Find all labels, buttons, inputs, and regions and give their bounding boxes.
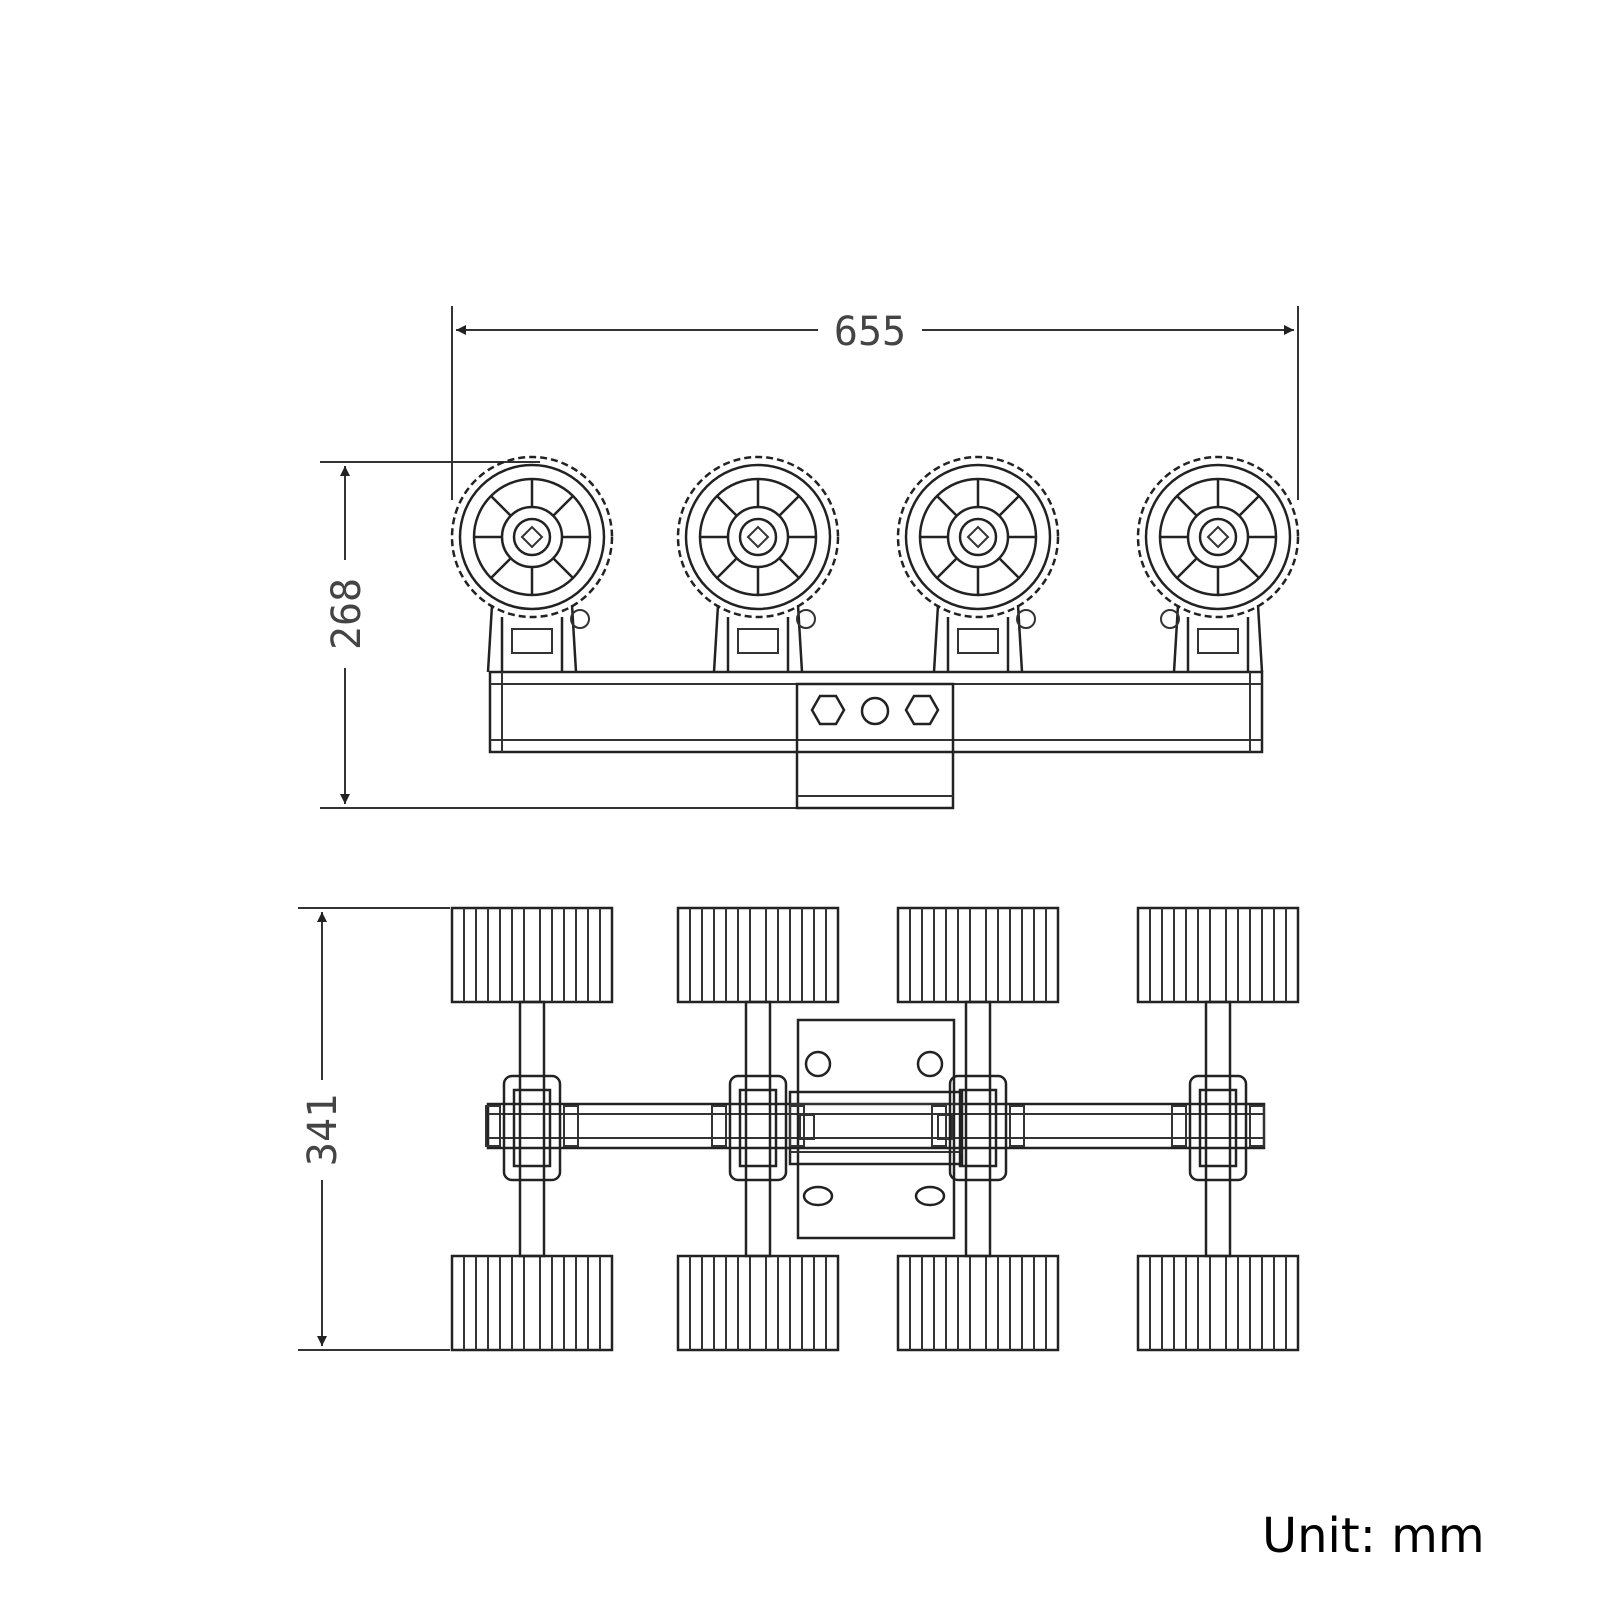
- top-wheel-set-1: [450, 906, 614, 1352]
- dimension-height-top-label: 341: [300, 1094, 346, 1166]
- dimension-width-label: 655: [834, 309, 906, 355]
- side-wheel-2: [676, 455, 840, 673]
- bolt-head-icon: [916, 1050, 944, 1078]
- bolt-hole-icon: [860, 696, 890, 726]
- hex-bolt-icon: [904, 694, 940, 726]
- side-wheel-3: [896, 455, 1060, 673]
- center-bracket-side: [795, 682, 955, 810]
- top-view: 341: [298, 906, 1300, 1352]
- side-view: 655 268: [320, 306, 1300, 810]
- dimension-width: 655: [451, 306, 1299, 500]
- side-wheel-1: [450, 455, 614, 673]
- top-wheel-set-4: [1136, 906, 1300, 1352]
- top-wheel-set-2: [676, 906, 840, 1352]
- axle-bar: [486, 1102, 1266, 1150]
- side-wheel-4: [1136, 455, 1300, 673]
- slot-hole-icon: [802, 1185, 834, 1207]
- side-beam: [488, 670, 1264, 754]
- unit-label: Unit: mm: [1262, 1508, 1485, 1564]
- slot-hole-icon: [914, 1185, 946, 1207]
- dimension-height-top: 341: [298, 907, 450, 1351]
- center-bracket-top: [788, 1018, 964, 1240]
- hex-bolt-icon: [810, 694, 846, 726]
- top-wheel-set-3: [896, 906, 1060, 1352]
- dimension-height-side: 268: [320, 461, 800, 809]
- bolt-head-icon: [804, 1050, 832, 1078]
- dimension-height-side-label: 268: [324, 578, 370, 650]
